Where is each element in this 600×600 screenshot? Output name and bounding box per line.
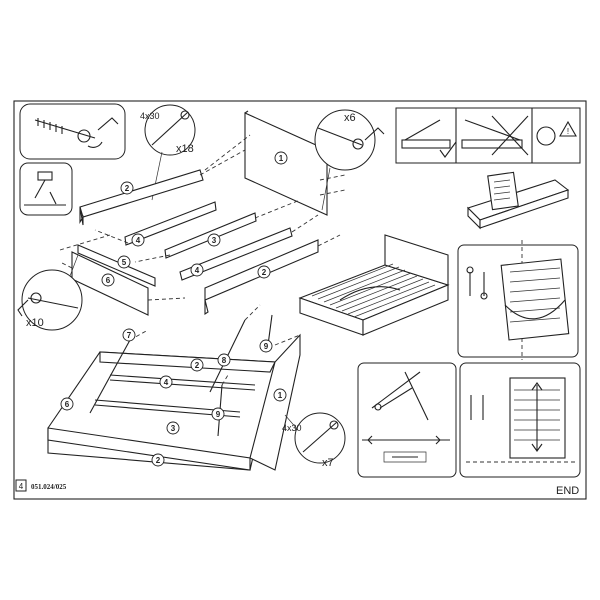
svg-text:3: 3 [171, 424, 176, 433]
svg-text:9: 9 [264, 342, 269, 351]
part-label-headboard: 1 [274, 151, 288, 165]
part-label-low-rail: 3 [166, 421, 180, 435]
svg-text:2: 2 [125, 184, 130, 193]
bolt-qty-left: x10 [26, 317, 44, 329]
part-label-low-rail-b: 4 [159, 375, 173, 389]
warning-triangle-icon [559, 120, 577, 137]
part-label-low-end: 6 [60, 397, 74, 411]
part-label-side-right: 2 [257, 265, 271, 279]
part-label-rail-center: 3 [207, 233, 221, 247]
svg-text:3: 3 [212, 236, 217, 245]
svg-text:7: 7 [127, 331, 132, 340]
part-label-low-head: 1 [273, 388, 287, 402]
manual-in-box [466, 171, 570, 230]
screw-qty-bottom: x7 [322, 457, 334, 469]
svg-text:4: 4 [195, 266, 200, 275]
svg-text:!: ! [567, 127, 569, 136]
slat-adjust-panel-bottom [459, 362, 581, 478]
hammer-icon [24, 171, 66, 206]
bolt-detail-right: x6 [314, 109, 385, 211]
document-code: 051.024/025 [31, 483, 67, 491]
svg-text:2: 2 [262, 268, 267, 277]
side-panel-left [79, 169, 204, 218]
bolt-detail-left: x10 [17, 254, 83, 331]
svg-text:5: 5 [122, 258, 127, 267]
svg-text:6: 6 [106, 276, 111, 285]
bolt-qty-right: x6 [344, 112, 356, 124]
part-label-rail-inner: 4 [131, 233, 145, 247]
frame-bracket-assembly [47, 304, 301, 471]
part-label-frame-front: 2 [151, 453, 165, 467]
part-label-bracket-c: 9 [259, 339, 273, 353]
svg-text:1: 1 [279, 154, 284, 163]
svg-text:9: 9 [216, 410, 221, 419]
svg-text:8: 8 [222, 356, 227, 365]
page-frame [13, 100, 587, 500]
crank-wrench-icon [34, 117, 119, 148]
crank-bolt-detail [19, 103, 126, 160]
part-label-rail-inner-b: 4 [190, 263, 204, 277]
svg-text:2: 2 [195, 361, 200, 370]
part-label-slat-left: 5 [117, 255, 131, 269]
assembled-bed-view [298, 234, 450, 336]
part-label-bracket-a: 7 [122, 328, 136, 342]
part-label-bracket-b: 8 [217, 353, 231, 367]
cross-mark-icon [491, 115, 529, 156]
svg-text:4: 4 [164, 378, 169, 387]
part-label-bracket-d: 9 [211, 407, 225, 421]
exploded-frame-top [59, 110, 346, 316]
svg-text:6: 6 [65, 400, 70, 409]
inner-rail-lower [179, 227, 293, 281]
page-number-box [15, 479, 27, 492]
screw-detail-top: 4x30 x18 [140, 104, 196, 201]
page-number: 4 [19, 482, 24, 491]
slat-adjust-panel-top [457, 240, 579, 360]
end-label: END [556, 485, 579, 497]
svg-text:2: 2 [156, 456, 161, 465]
slat-base [311, 263, 436, 318]
slat-rail-left [77, 244, 156, 287]
hammer-detail [19, 162, 73, 216]
lift-mechanism-detail [357, 362, 457, 478]
screw-size-top: 4x30 [140, 111, 160, 121]
check-mark-icon [439, 141, 457, 158]
headboard-panel [244, 112, 328, 216]
lift-usage-warning: ! [395, 107, 581, 164]
screw-size-bottom: 4x30 [282, 423, 302, 433]
page-footer: 4 051.024/025 END [15, 479, 579, 497]
part-label-end-panel: 6 [101, 273, 115, 287]
part-label-side-left: 2 [120, 181, 134, 195]
part-label-low-side: 2 [190, 358, 204, 372]
screw-qty-top: x18 [176, 143, 194, 155]
wrench-icon [466, 266, 488, 300]
screw-detail-bottom: 4x30 x7 [282, 412, 346, 469]
svg-text:4: 4 [136, 236, 141, 245]
svg-text:1: 1 [278, 391, 283, 400]
